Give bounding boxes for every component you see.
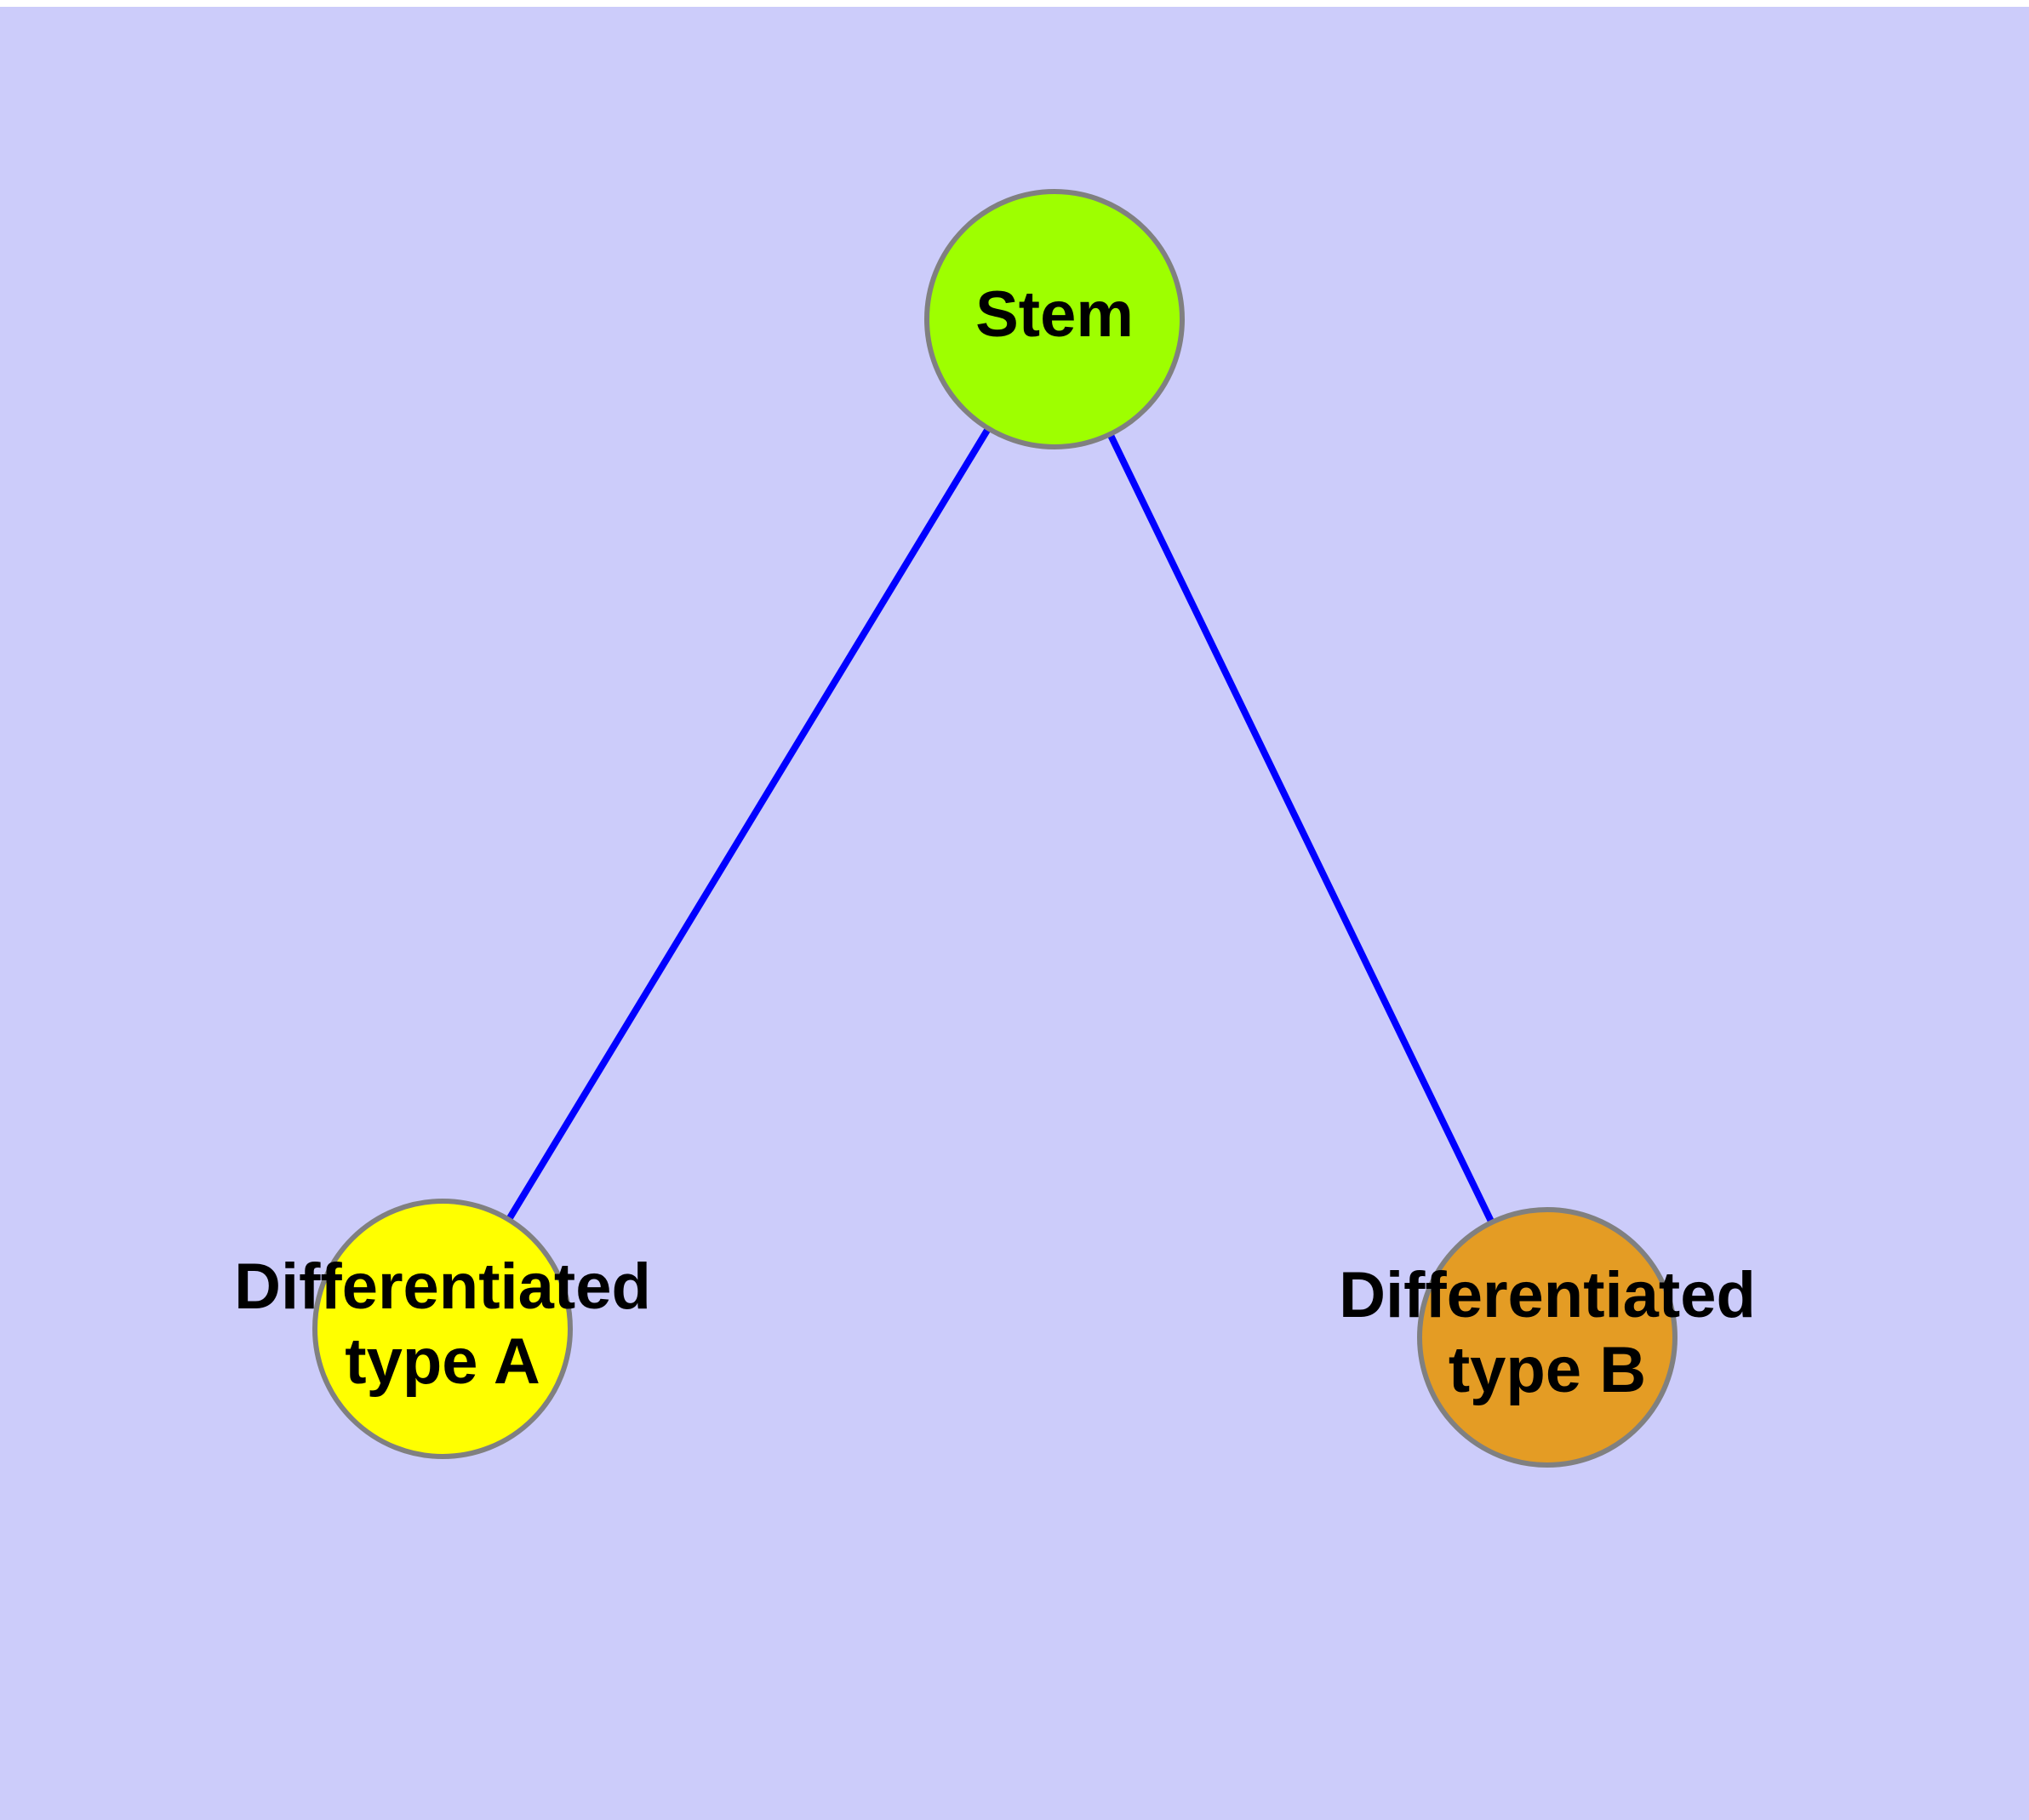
node-label-line: type B — [1449, 1334, 1646, 1406]
node-label-line: type A — [345, 1325, 540, 1398]
node-diff_a[interactable] — [312, 1199, 573, 1459]
node-label-line: Stem — [975, 278, 1134, 351]
node-label-line: Differentiated — [1339, 1259, 1756, 1331]
node-stem[interactable] — [924, 189, 1185, 449]
edge-stem-a[interactable] — [439, 317, 1058, 1331]
node-label-stem: Stem — [975, 278, 1134, 351]
node-label-line: Differentiated — [234, 1251, 651, 1323]
edge-stem-b[interactable] — [1051, 318, 1551, 1339]
node-diff_b[interactable] — [1417, 1207, 1677, 1468]
nodes-layer — [312, 189, 1677, 1468]
edges-layer — [439, 317, 1551, 1339]
